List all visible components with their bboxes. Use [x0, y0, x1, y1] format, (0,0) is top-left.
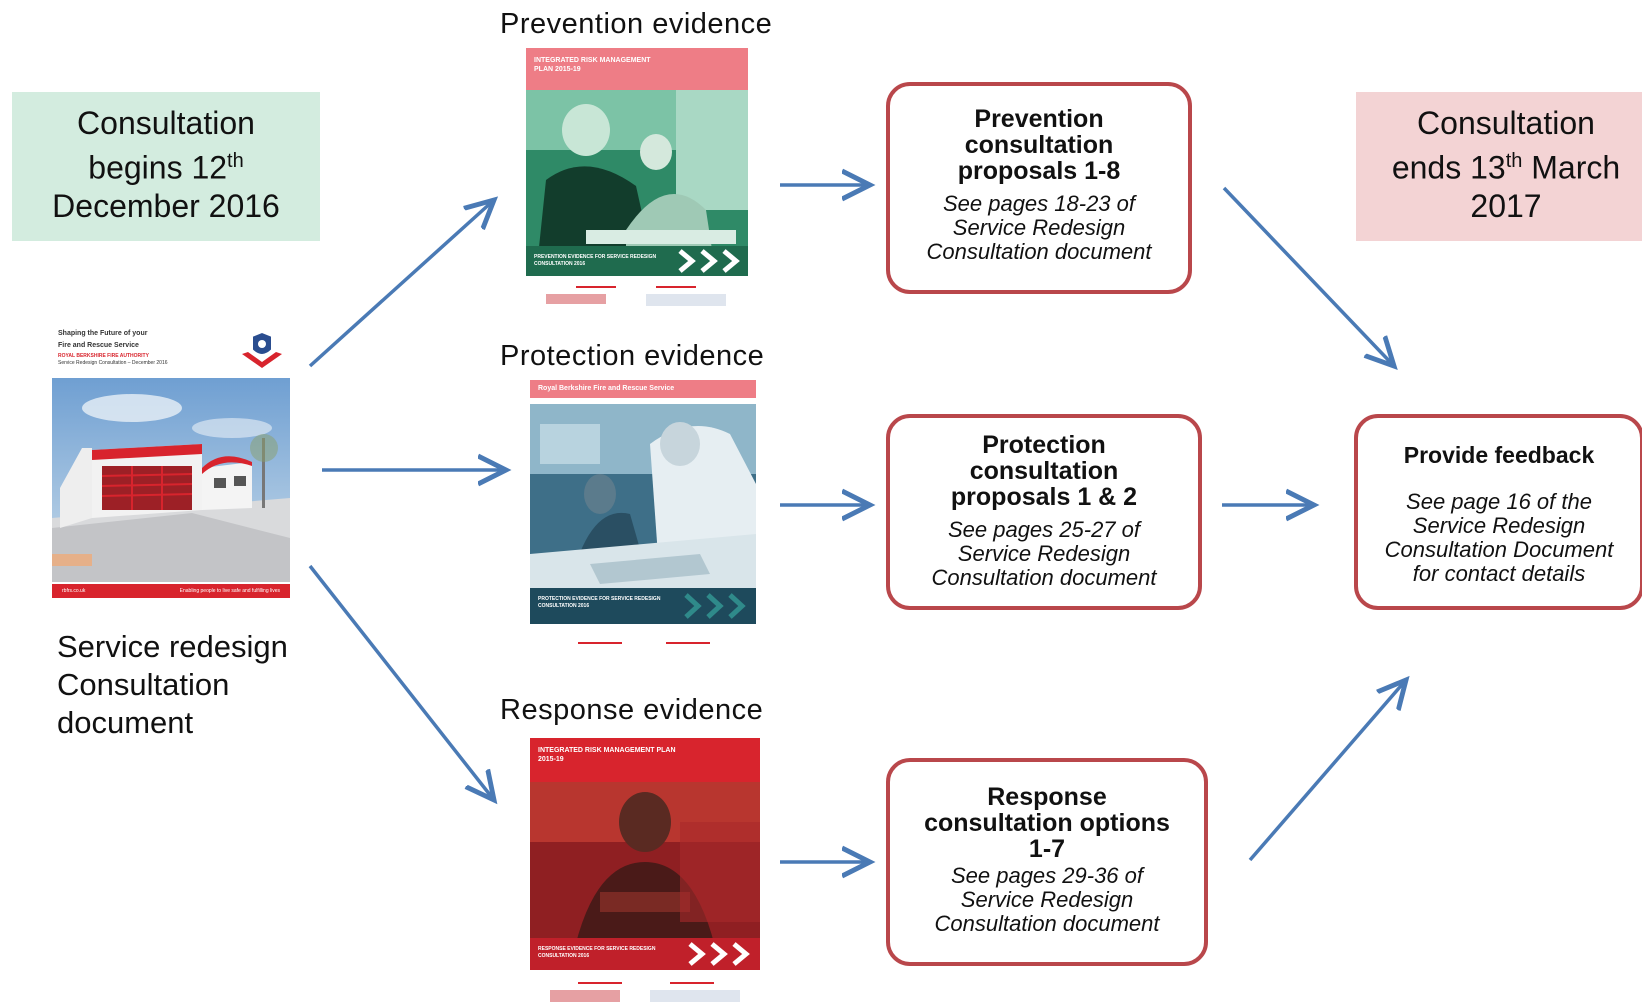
feedback-note-line: Consultation Document [1384, 537, 1614, 562]
proposal-title-line: proposals 1-8 [957, 157, 1121, 185]
arrow-prevention-to-feedback [1222, 186, 1394, 366]
cover-footer-icons [646, 294, 726, 306]
proposal-note-line: Service Redesign [952, 215, 1126, 240]
arrow-to-response [308, 564, 494, 800]
consultation-end-box: Consultation ends 13th March 2017 [1356, 92, 1642, 241]
start-line1: Consultation [77, 105, 255, 141]
cover-footer-logo [550, 990, 620, 1002]
proposal-title-line: consultation options [924, 809, 1170, 837]
cover-subtitle: Service Redesign Consultation – December… [58, 360, 168, 366]
proposal-title-line: Prevention [974, 105, 1104, 133]
proposal-note-line: Service Redesign [960, 887, 1134, 912]
protection-cover-band: Royal Berkshire Fire and Rescue Service [530, 380, 756, 398]
cover-title: Shaping the Future of your Fire and Resc… [58, 328, 168, 367]
proposal-title-line: 1-7 [1028, 835, 1066, 863]
start-line2-sup: th [227, 150, 244, 172]
cover-authority: ROYAL BERKSHIRE FIRE AUTHORITY [58, 353, 149, 359]
start-line3: December 2016 [52, 187, 280, 224]
start-line2-text: begins 12 [88, 149, 228, 186]
end-line1: Consultation [1417, 105, 1595, 141]
main-document-label-line: Consultation [57, 667, 230, 702]
arrow-to-prevention [308, 200, 494, 368]
end-line2: ends 13th March [1356, 142, 1642, 187]
main-document-label: Service redesign Consultation document [57, 628, 288, 742]
prevention-band-text: INTEGRATED RISK MANAGEMENT PLAN 2015-19 [534, 57, 651, 73]
proposal-note-line: Service Redesign [957, 541, 1131, 566]
feedback-title: Provide feedback [1403, 442, 1595, 468]
prevention-bottom-band-text: PREVENTION EVIDENCE FOR SERVICE REDESIGN… [534, 254, 657, 267]
cover-footer-rule [576, 286, 616, 288]
response-chevrons-icon [688, 942, 750, 966]
cover-footer-rule [670, 982, 714, 984]
proposal-title-line: consultation [969, 457, 1119, 485]
cover-title-line: Shaping the Future of your [58, 330, 148, 337]
arrow-response-to-feedback [1248, 680, 1406, 862]
proposal-title-line: proposals 1 & 2 [950, 483, 1138, 511]
end-line2-text: ends 13 [1391, 149, 1506, 186]
feedback-note-line: for contact details [1412, 561, 1586, 586]
consultation-start-box: Consultation begins 12th December 2016 [12, 92, 320, 241]
cover-footer-left: rbfrs.co.uk [62, 588, 86, 594]
protection-bottom-band-text: PROTECTION EVIDENCE FOR SERVICE REDESIGN… [538, 596, 661, 609]
prevention-evidence-heading: Prevention evidence [500, 8, 773, 40]
proposal-note-line: See pages 18-23 of [942, 191, 1136, 216]
cover-footer-right: Enabling people to live safe and fulfill… [179, 588, 280, 594]
end-line3: 2017 [1470, 187, 1542, 224]
proposal-note-line: Consultation document [934, 911, 1160, 936]
prevention-cover-band: INTEGRATED RISK MANAGEMENT PLAN 2015-19 [526, 48, 748, 90]
start-line2: begins 12th [12, 142, 320, 187]
response-evidence-heading: Response evidence [500, 694, 764, 726]
proposal-note-line: Consultation document [931, 565, 1157, 590]
cover-footer-rule [656, 286, 696, 288]
proposal-note-line: Consultation document [926, 239, 1152, 264]
prevention-chevrons-icon [678, 249, 740, 273]
response-cover-band: INTEGRATED RISK MANAGEMENT PLAN 2015-19 [530, 738, 760, 782]
proposal-title-line: consultation [964, 131, 1114, 159]
prevention-evidence-cover: INTEGRATED RISK MANAGEMENT PLAN 2015-19 … [526, 48, 748, 312]
end-line2-post: March [1522, 149, 1621, 186]
response-bottom-band-text: RESPONSE EVIDENCE FOR SERVICE REDESIGN C… [538, 946, 656, 959]
end-line2-sup: th [1505, 150, 1523, 172]
feedback-note-line: Service Redesign [1412, 513, 1586, 538]
provide-feedback-box: Provide feedback See page 16 of the Serv… [1354, 414, 1642, 610]
cover-title-line: Fire and Rescue Service [58, 342, 139, 349]
feedback-note-line: See page 16 of the [1406, 489, 1592, 514]
main-document-cover: Shaping the Future of your Fire and Resc… [52, 322, 290, 598]
cover-footer-logo [546, 294, 606, 304]
proposal-title-line: Response [987, 783, 1107, 811]
proposal-note-line: See pages 29-36 of [950, 863, 1144, 888]
prevention-proposals-box: Prevention consultation proposals 1-8 Se… [886, 82, 1192, 294]
proposal-note-line: See pages 25-27 of [947, 517, 1141, 542]
cover-footer: rbfrs.co.uk Enabling people to live safe… [52, 584, 290, 598]
protection-chevrons-icon [684, 593, 746, 619]
protection-evidence-heading: Protection evidence [500, 340, 765, 372]
main-document-label-line: document [57, 705, 194, 740]
protection-photo [530, 404, 756, 624]
proposal-title-line: Protection [982, 431, 1106, 459]
cover-footer-rule [578, 642, 622, 644]
protection-proposals-box: Protection consultation proposals 1 & 2 … [886, 414, 1202, 610]
cover-footer-rule [578, 982, 622, 984]
response-evidence-cover: INTEGRATED RISK MANAGEMENT PLAN 2015-19 … [530, 738, 760, 1008]
response-band-text: INTEGRATED RISK MANAGEMENT PLAN 2015-19 [538, 747, 676, 763]
prevention-photo [526, 90, 748, 276]
main-document-label-line: Service redesign [57, 629, 288, 664]
crest-icon [242, 330, 282, 368]
prevention-cover-footer [526, 286, 748, 312]
protection-evidence-cover: Royal Berkshire Fire and Rescue Service … [530, 380, 756, 646]
cover-footer-rule [666, 642, 710, 644]
protection-band-text: Royal Berkshire Fire and Rescue Service [538, 385, 675, 392]
fire-station-photo [52, 378, 290, 582]
response-options-box: Response consultation options 1-7 See pa… [886, 758, 1208, 966]
cover-footer-icons [650, 990, 740, 1002]
